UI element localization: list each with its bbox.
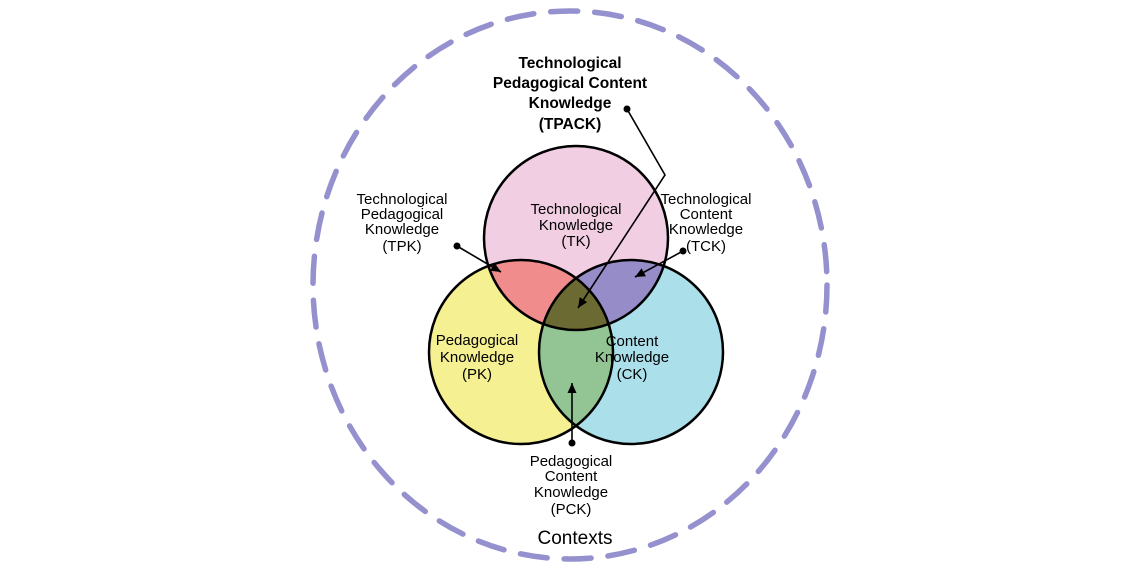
pk-label-line2: Knowledge [440, 349, 514, 366]
tck-label-line2: Content [680, 206, 733, 223]
pck-label-line2: Content [545, 468, 598, 485]
pk-label-line1: Pedagogical [436, 332, 519, 349]
tck-label-line3: Knowledge [669, 221, 743, 238]
tpack-label-line4: (TPACK) [539, 116, 602, 133]
pk-label: Pedagogical Knowledge (PK) [436, 332, 519, 383]
tpk-label-line3: Knowledge [365, 221, 439, 238]
tck-pointer-dot [679, 247, 687, 255]
pk-circle-outline [427, 258, 615, 446]
pck-label-line1: Pedagogical [530, 453, 613, 470]
tpack-pointer-dot [623, 105, 631, 113]
tk-label-line3: (TK) [561, 233, 590, 250]
contexts-label: Contexts [538, 528, 613, 549]
ck-label-line3: (CK) [617, 366, 648, 383]
tk-label: Technological Knowledge (TK) [531, 201, 622, 250]
pck-label: Pedagogical Content Knowledge (PCK) [530, 453, 613, 518]
tpack-label-line3: Knowledge [529, 95, 612, 112]
tck-label-line1: Technological [661, 191, 752, 208]
ck-label-line1: Content [606, 333, 659, 350]
tk-label-line2: Knowledge [539, 217, 613, 234]
ck-label: Content Knowledge (CK) [595, 333, 669, 383]
tpk-label-line2: Pedagogical [361, 206, 444, 223]
tck-pointer-arrow [634, 250, 684, 278]
tck-label: Technological Content Knowledge (TCK) [661, 191, 752, 255]
pck-label-line3: Knowledge [534, 484, 608, 501]
contexts-dashed-circle [310, 8, 830, 562]
tpk-label-line4: (TPK) [382, 238, 421, 255]
pck-label-line4: (PCK) [551, 501, 592, 518]
tk-circle-outline [482, 144, 670, 332]
tpack-label-line2: Pedagogical Content [493, 75, 647, 92]
ck-circle-outline [537, 258, 725, 446]
tpk-overlap-region [484, 260, 613, 330]
tpk-pointer-arrow [456, 245, 502, 273]
pck-pointer-dot [568, 439, 576, 447]
tk-label-line1: Technological [531, 201, 622, 218]
tpk-label: Technological Pedagogical Knowledge (TPK… [357, 191, 448, 255]
tpk-label-line1: Technological [357, 191, 448, 208]
ck-label-line2: Knowledge [595, 349, 669, 366]
tpack-label-line1: Technological [518, 55, 621, 72]
tpack-pointer-line [577, 108, 666, 309]
tpk-pointer-dot [453, 242, 461, 250]
tpack-label: Technological Pedagogical Content Knowle… [493, 55, 647, 133]
tck-overlap-region [539, 260, 668, 330]
pk-label-line3: (PK) [462, 366, 492, 383]
tck-label-line4: (TCK) [686, 238, 726, 255]
